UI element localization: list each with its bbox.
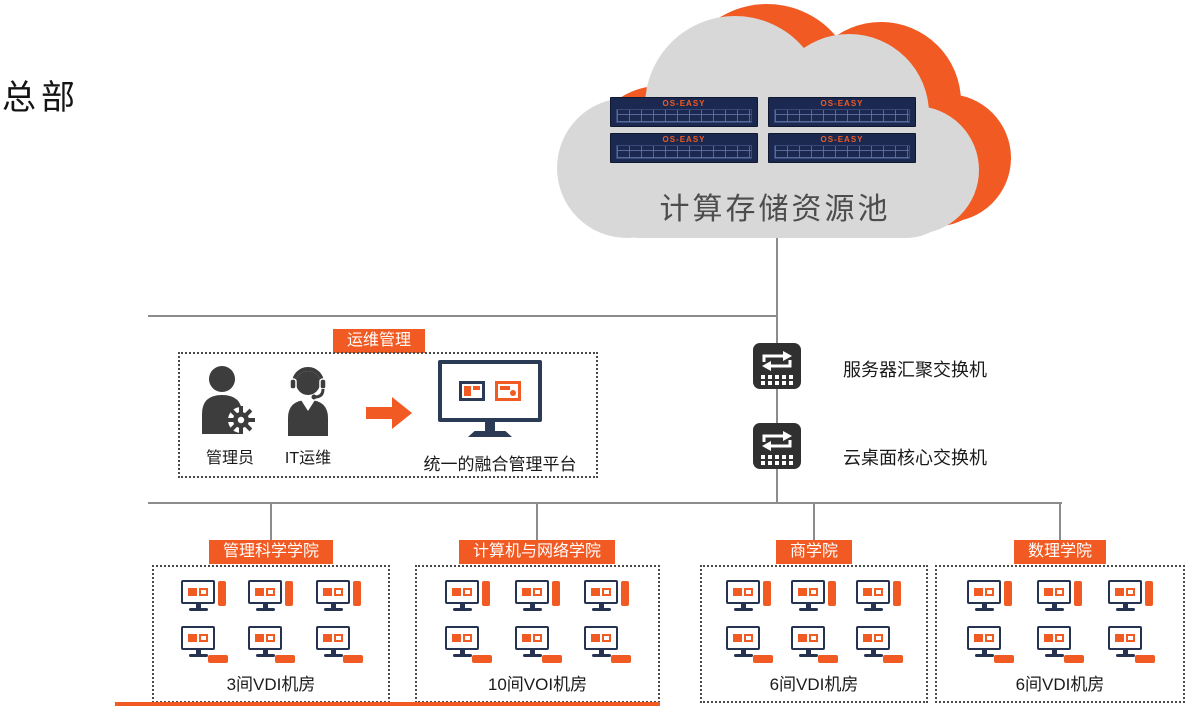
server-unit: OS-EASY xyxy=(610,97,758,127)
workstation-icon xyxy=(245,625,297,667)
college-tag: 数理学院 xyxy=(1013,540,1107,564)
workstation-icon xyxy=(964,579,1016,621)
workstation-icon xyxy=(512,579,564,621)
workstation-icon xyxy=(788,579,840,621)
workstation-icon xyxy=(1105,579,1157,621)
workstation-icon xyxy=(442,579,494,621)
server-unit: OS-EASY xyxy=(768,133,916,163)
workstation-icon xyxy=(581,579,633,621)
workstation-icon xyxy=(178,625,230,667)
connector-line xyxy=(813,503,815,541)
workstation-icon xyxy=(442,625,494,667)
connector-line xyxy=(148,502,1062,504)
workstation-icon xyxy=(964,625,1016,667)
server-brand-label: OS-EASY xyxy=(820,99,864,108)
college-caption: 10间VOI机房 xyxy=(487,675,588,694)
college-box-3: 6间VDI机房 xyxy=(700,565,928,703)
management-platform-icon xyxy=(438,360,542,437)
connector-line xyxy=(148,315,777,317)
connector-line xyxy=(536,503,538,541)
college-box-1: 3间VDI机房 xyxy=(152,565,390,703)
workstation-icon xyxy=(245,579,297,621)
workstation-icon xyxy=(1034,579,1086,621)
workstation-icon xyxy=(581,625,633,667)
college-caption: 3间VDI机房 xyxy=(226,675,316,694)
platform-base xyxy=(468,431,512,437)
workstation-icon xyxy=(313,579,365,621)
platform-label: 统一的融合管理平台 xyxy=(423,455,577,474)
bottom-accent-strip xyxy=(115,702,660,706)
mini-screen-icon xyxy=(459,381,485,401)
platform-screen xyxy=(438,360,542,422)
it-person-icon xyxy=(288,367,328,436)
server-drive-bays xyxy=(774,145,910,159)
aggregation-switch-label: 服务器汇聚交换机 xyxy=(843,360,987,380)
switch-icon xyxy=(753,423,801,469)
server-brand-label: OS-EASY xyxy=(820,135,864,144)
workstation-icon xyxy=(313,625,365,667)
it-ops-label: IT运维 xyxy=(284,450,332,467)
college-tag: 商学院 xyxy=(775,540,853,564)
college-caption: 6间VDI机房 xyxy=(769,675,859,694)
server-drive-bays xyxy=(616,145,752,159)
workstation-icon xyxy=(788,625,840,667)
server-unit: OS-EASY xyxy=(610,133,758,163)
ops-tag: 运维管理 xyxy=(333,329,426,353)
college-box-2: 10间VOI机房 xyxy=(415,565,660,703)
workstation-icon xyxy=(723,579,775,621)
admin-person-icon xyxy=(202,366,255,434)
core-switch-label: 云桌面核心交换机 xyxy=(843,448,987,468)
platform-stand xyxy=(485,422,495,431)
workstation-icon xyxy=(1034,625,1086,667)
college-caption: 6间VDI机房 xyxy=(1015,675,1105,694)
connector-line xyxy=(270,503,272,541)
server-brand-label: OS-EASY xyxy=(662,135,706,144)
workstation-icon xyxy=(178,579,230,621)
ops-box xyxy=(178,352,598,478)
arrow-right-icon xyxy=(366,397,414,429)
college-box-4: 6间VDI机房 xyxy=(935,565,1185,703)
workstation-icon xyxy=(512,625,564,667)
workstation-icon xyxy=(723,625,775,667)
mini-screen-icon xyxy=(495,381,521,401)
server-drive-bays xyxy=(774,109,910,123)
college-tag: 管理科学学院 xyxy=(208,540,334,564)
admin-label: 管理员 xyxy=(205,450,254,467)
workstation-icon xyxy=(853,579,905,621)
headquarters-label: 总部 xyxy=(2,79,80,117)
switch-icon xyxy=(753,343,801,389)
workstation-icon xyxy=(853,625,905,667)
server-drive-bays xyxy=(616,109,752,123)
connector-line xyxy=(1059,503,1061,541)
cloud-title: 计算存储资源池 xyxy=(659,193,891,226)
server-unit: OS-EASY xyxy=(768,97,916,127)
college-tag: 计算机与网络学院 xyxy=(458,540,616,564)
server-rack-grid: OS-EASY OS-EASY OS-EASY OS-EASY xyxy=(610,97,916,163)
workstation-icon xyxy=(1105,625,1157,667)
server-brand-label: OS-EASY xyxy=(662,99,706,108)
